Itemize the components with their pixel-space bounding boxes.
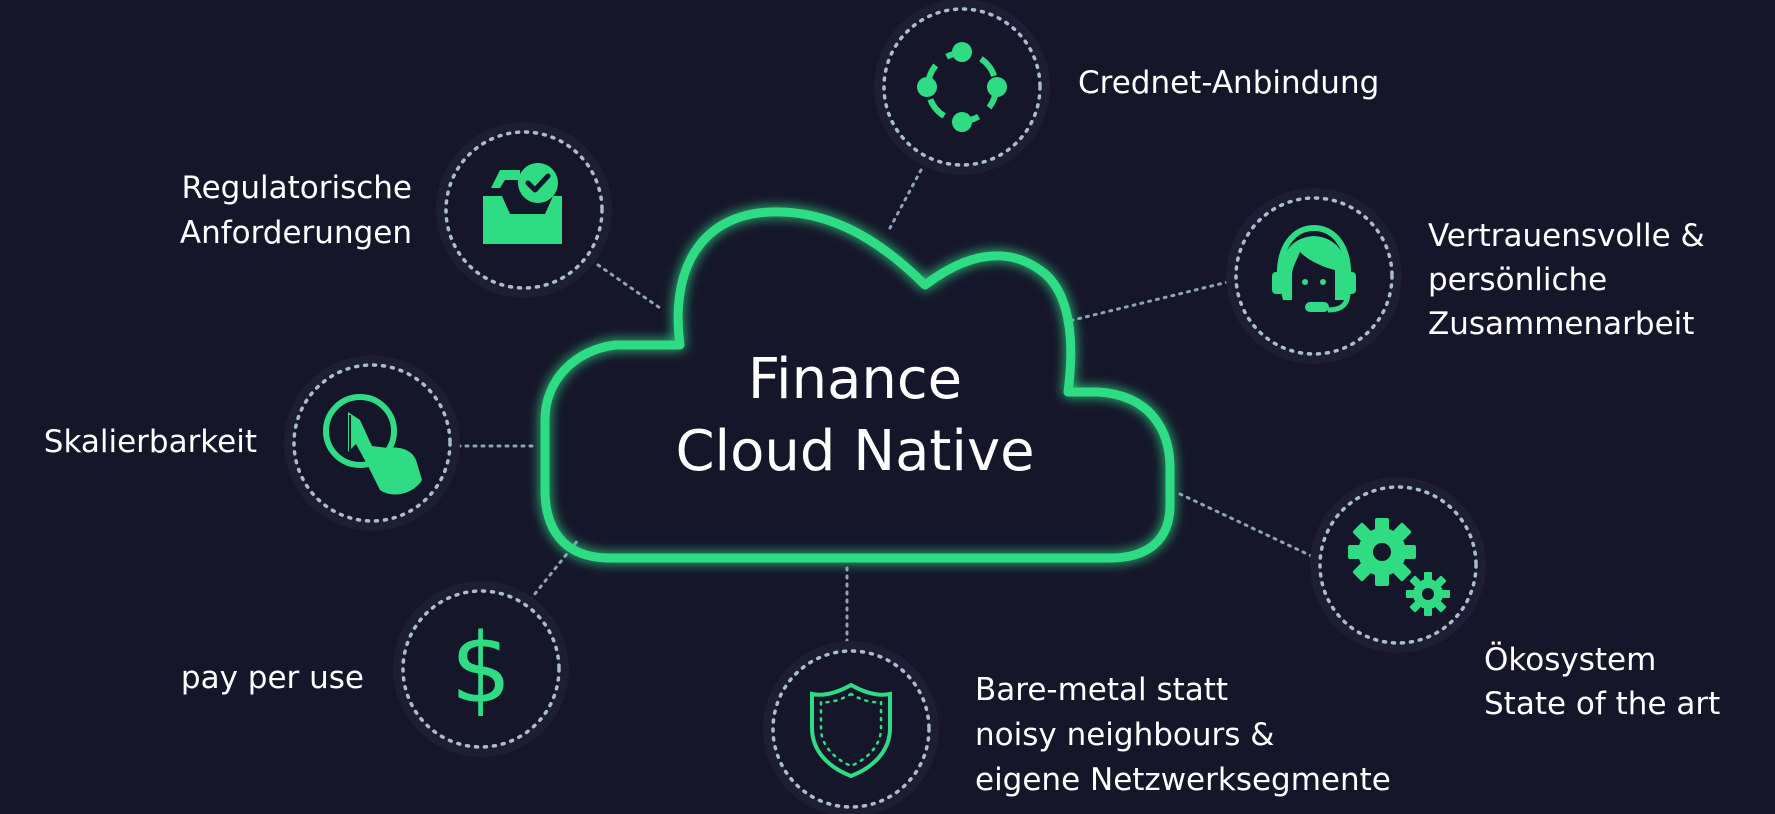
cloud-outline [540, 207, 1175, 563]
connector-regulatory [596, 263, 662, 310]
connector-ecosystem [1178, 492, 1322, 562]
shield-icon [810, 682, 892, 779]
crednet-ring [882, 7, 1042, 167]
gears-icon [1348, 518, 1450, 616]
payperuse-label: pay per use [181, 660, 364, 696]
feature-ecosystem: Ökosystem State of the art [1310, 477, 1720, 722]
regulatory-label-line-1: Regulatorische [181, 170, 412, 206]
baremetal-label-line-2: noisy neighbours & [975, 717, 1274, 753]
feature-regulatory: Regulatorische Anforderungen [180, 122, 612, 298]
feature-payperuse: $ pay per use [181, 581, 569, 757]
center-title-line-2: Cloud Native [675, 419, 1034, 484]
baremetal-label-line-1: Bare-metal statt [975, 672, 1228, 708]
dollar-icon: $ [450, 613, 511, 725]
scalability-label: Skalierbarkeit [44, 424, 257, 460]
headset-person-icon [1272, 224, 1356, 313]
connector-trust [1063, 278, 1238, 324]
feature-crednet: Crednet-Anbindung [874, 0, 1379, 175]
trust-label-line-2: persönliche [1428, 262, 1607, 298]
click-hand-icon [323, 394, 422, 495]
baremetal-ring [771, 649, 931, 809]
trust-label-line-3: Zusammenarbeit [1428, 306, 1694, 342]
feature-baremetal: Bare-metal statt noisy neighbours & eige… [763, 641, 1391, 814]
ecosystem-label-line-2: State of the art [1484, 686, 1720, 722]
regulatory-label-line-2: Anforderungen [180, 215, 412, 251]
trust-ring [1234, 196, 1394, 356]
baremetal-label-line-3: eigene Netzwerksegmente [975, 762, 1391, 798]
center-title-line-1: Finance [748, 347, 962, 412]
scalability-ring [292, 363, 452, 523]
feature-trust: Vertrauensvolle & persönliche Zusammenar… [1226, 188, 1705, 364]
regulatory-ring [444, 130, 604, 290]
inbox-check-icon [483, 163, 562, 244]
connector-crednet [888, 168, 923, 230]
payperuse-ring [401, 589, 561, 749]
trust-label-line-1: Vertrauensvolle & [1428, 218, 1705, 254]
network-nodes-icon [917, 42, 1007, 132]
feature-scalability: Skalierbarkeit [44, 355, 460, 531]
ecosystem-label-line-1: Ökosystem [1484, 641, 1656, 678]
crednet-label: Crednet-Anbindung [1078, 65, 1379, 101]
